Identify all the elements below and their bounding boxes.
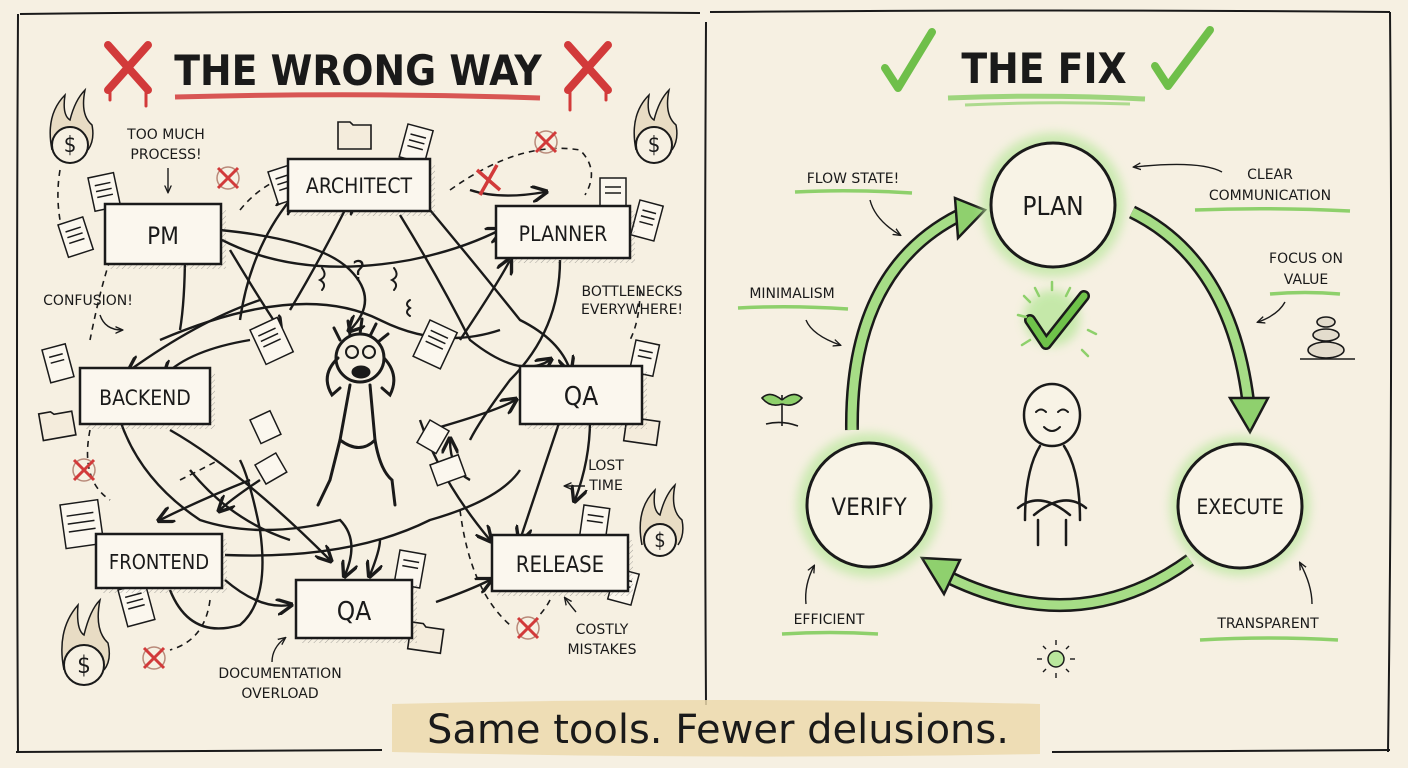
burning-money-icon: $ [639, 482, 684, 557]
annotation-clear-communication: CLEAR [1247, 167, 1293, 183]
svg-text:TIME: TIME [588, 478, 623, 494]
x-mark-icon [104, 41, 152, 108]
fix-title: THE FIX [961, 44, 1126, 93]
svg-text:ARCHITECT: ARCHITECT [306, 174, 413, 198]
svg-text:QA: QA [337, 597, 371, 627]
annotation-flow-state: FLOW STATE! [807, 171, 900, 187]
svg-text:PLANNER: PLANNER [519, 222, 608, 246]
check-mark-icon [881, 28, 936, 92]
x-mark-icon [564, 41, 612, 112]
svg-text:MISTAKES: MISTAKES [567, 642, 636, 658]
annotation-confusion: CONFUSION! [43, 293, 133, 309]
check-mark-icon [1151, 26, 1214, 90]
footer-tagline: Same tools. Fewer delusions. [392, 700, 1040, 757]
node-frontend: FRONTEND [94, 532, 227, 593]
annotation-documentation-overload: DOCUMENTATION [218, 666, 341, 682]
svg-text:OVERLOAD: OVERLOAD [241, 686, 318, 702]
x-mark-icon [534, 130, 558, 154]
annotation-lost-time: LOST [588, 458, 624, 474]
sun-icon [1037, 640, 1075, 678]
svg-text:EVERYWHERE!: EVERYWHERE! [581, 302, 683, 318]
svg-text:RELEASE: RELEASE [516, 553, 604, 578]
cycle-arrows [844, 196, 1271, 612]
svg-text:BACKEND: BACKEND [99, 386, 191, 410]
node-qa-bottom: QA [294, 578, 417, 643]
node-planner: PLANNER [494, 204, 635, 263]
wrong-way-title-group: THE WRONG WAY [104, 41, 612, 112]
annotation-bottlenecks: BOTTLENECKS [581, 284, 682, 300]
wrong-way-title: THE WRONG WAY [174, 46, 542, 95]
calm-figure-icon [1016, 382, 1088, 547]
cycle-node-execute: EXECUTE [1170, 436, 1310, 576]
annotation-transparent: TRANSPARENT [1216, 616, 1319, 632]
check-mark-icon [1016, 280, 1098, 358]
cycle-node-verify: VERIFY [797, 433, 941, 577]
x-mark-icon [72, 458, 96, 482]
svg-text:?: ? [352, 254, 365, 287]
node-pm: PM [103, 202, 226, 269]
svg-text:QA: QA [564, 382, 598, 412]
svg-text:EXECUTE: EXECUTE [1196, 495, 1283, 519]
burning-money-icon: $ [633, 87, 678, 164]
x-mark-icon [142, 646, 166, 670]
node-release: RELEASE [490, 533, 633, 596]
svg-text:$: $ [654, 528, 665, 552]
x-mark-icon [516, 616, 540, 640]
stressed-figure-icon: ? [316, 254, 412, 507]
svg-text:PLAN: PLAN [1022, 192, 1083, 222]
burning-money-icon: $ [61, 597, 111, 686]
annotation-too-much-process: TOO MUCH [126, 127, 205, 143]
svg-text:$: $ [77, 651, 91, 679]
x-mark-icon [216, 166, 240, 190]
svg-text:VALUE: VALUE [1284, 272, 1328, 288]
right-panel-frame [709, 9, 1393, 753]
stones-icon [1300, 316, 1355, 360]
title-underline [947, 93, 1146, 102]
x-mark-icon [475, 164, 502, 196]
burning-money-icon: $ [49, 87, 94, 164]
svg-text:$: $ [648, 133, 661, 158]
right-annotations: FLOW STATE! CLEAR COMMUNICATION FOCUS ON… [737, 164, 1351, 642]
title-underline [174, 92, 541, 101]
node-backend: BACKEND [78, 366, 215, 429]
svg-text:PM: PM [147, 222, 179, 250]
node-qa-right: QA [518, 364, 647, 429]
annotation-minimalism: MINIMALISM [749, 286, 834, 302]
svg-text:PROCESS!: PROCESS! [130, 147, 201, 163]
tagline-text: Same tools. Fewer delusions. [427, 707, 1009, 753]
svg-text:VERIFY: VERIFY [831, 493, 907, 521]
sprout-icon [760, 393, 804, 427]
svg-text:$: $ [64, 133, 77, 158]
annotation-efficient: EFFICIENT [794, 612, 865, 628]
svg-text:FRONTEND: FRONTEND [109, 550, 209, 574]
fix-title-group: THE FIX [881, 26, 1214, 107]
left-panel-frame [15, 10, 707, 753]
annotation-costly-mistakes: COSTLY [576, 622, 629, 638]
cycle-node-plan: PLAN [981, 133, 1125, 277]
left-annotations: TOO MUCH PROCESS! CONFUSION! BOTTLENECKS… [43, 127, 683, 702]
annotation-focus-on-value: FOCUS ON [1269, 251, 1343, 267]
node-architect: ARCHITECT [286, 157, 435, 216]
svg-text:COMMUNICATION: COMMUNICATION [1209, 188, 1331, 204]
